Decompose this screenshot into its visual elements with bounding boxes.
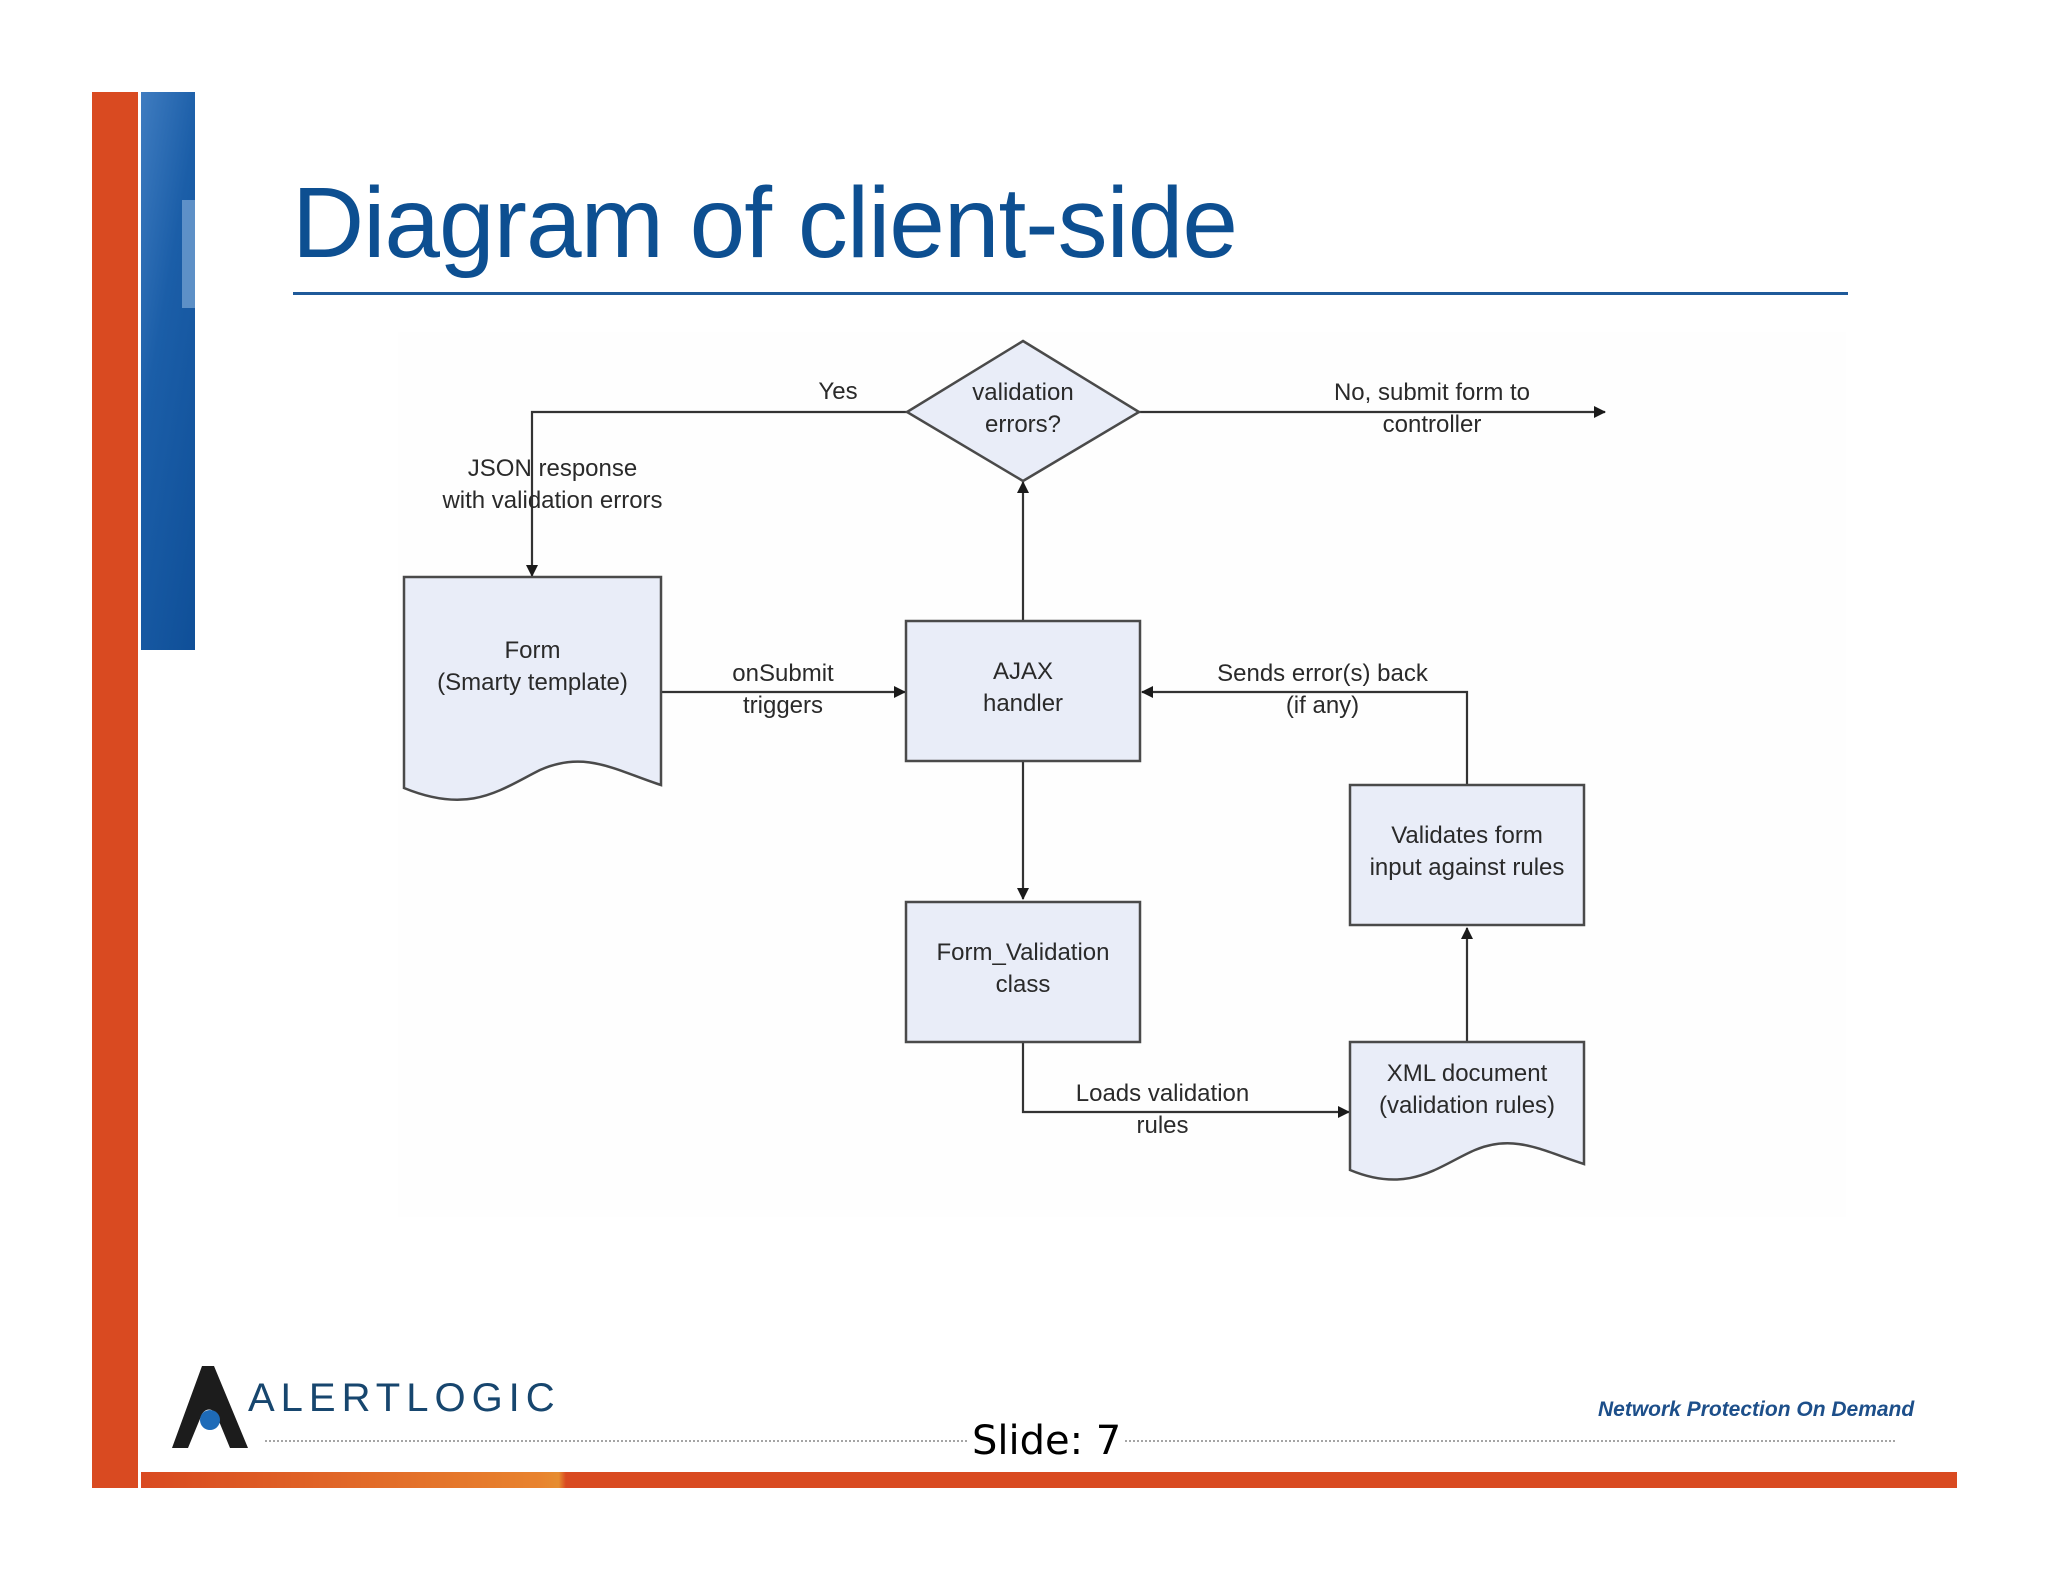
yes-label: Yes xyxy=(818,378,858,405)
form-node-label: Form(Smarty template) xyxy=(437,637,628,696)
left-blue-highlight xyxy=(182,200,195,308)
xml-document-node xyxy=(1348,1040,1586,1181)
xml-node-label: XML document(validation rules) xyxy=(1378,1060,1556,1119)
edge-form-validation-to-xml xyxy=(1021,1040,1350,1118)
left-accent-bar xyxy=(92,92,138,1488)
validates-form-node xyxy=(1348,783,1586,927)
edge-validates-to-ajax xyxy=(1141,686,1469,784)
decision-validation-errors xyxy=(904,339,1142,483)
form-document-node xyxy=(402,575,663,802)
alertlogic-wordmark: ALERTLOGIC xyxy=(248,1376,561,1420)
left-blue-bar xyxy=(141,92,195,650)
ajax-handler-node xyxy=(904,619,1142,763)
sends-errors-label: Sends error(s) back(if any) xyxy=(1217,660,1428,719)
tagline: Network Protection On Demand xyxy=(1598,1398,1915,1421)
edge-decision-yes-to-form xyxy=(526,410,907,577)
slide-title: Diagram of client-side xyxy=(292,167,1238,279)
form-validation-class-node xyxy=(904,900,1142,1044)
alertlogic-logo-icon xyxy=(172,1366,248,1448)
title-underline xyxy=(293,292,1848,295)
bottom-accent-bar xyxy=(141,1472,1957,1488)
slide-number: Slide: 7 xyxy=(968,1418,1126,1464)
